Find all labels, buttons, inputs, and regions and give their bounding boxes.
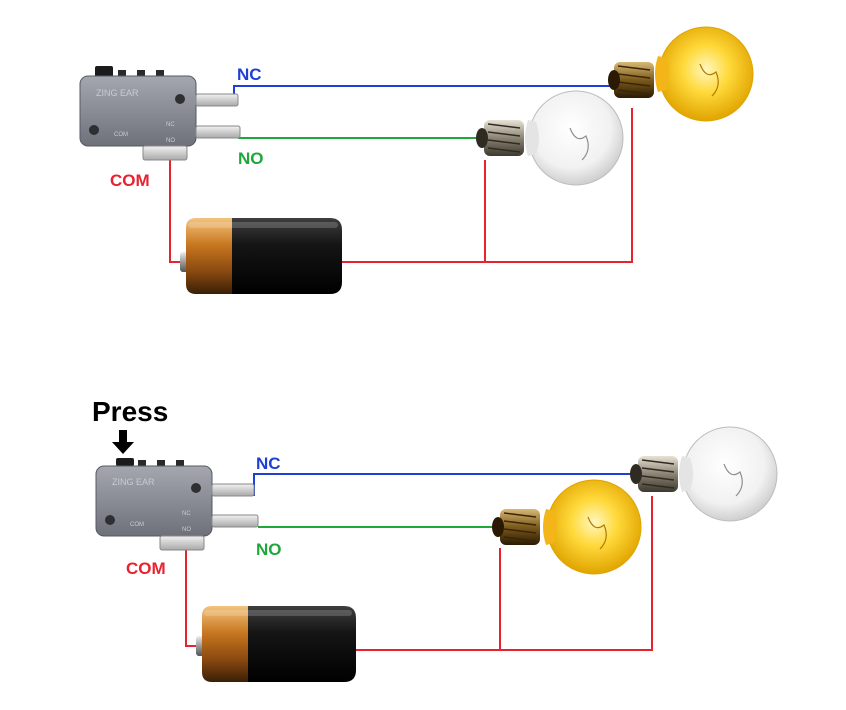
bottom-return-wire <box>356 496 653 651</box>
top-battery <box>180 218 342 294</box>
top-circuit: ZING EAR COM NC NO NC NO COM <box>79 26 754 294</box>
switch-notch <box>137 70 145 78</box>
actuator-button <box>116 458 134 466</box>
top-no-bulb <box>476 90 624 186</box>
top-com-label: COM <box>110 171 150 190</box>
bottom-battery <box>196 606 356 682</box>
switch-notch <box>176 460 184 468</box>
press-label: Press <box>92 396 168 427</box>
bottom-com-label: COM <box>126 559 166 578</box>
com-pin <box>142 145 188 161</box>
top-nc-bulb <box>608 26 754 122</box>
switch-brand-text: ZING EAR <box>96 88 139 98</box>
switch-com-pin-text: COM <box>114 132 128 138</box>
switch-com-pin-text: COM <box>130 522 144 528</box>
top-return-wire <box>340 108 633 263</box>
nc-pin <box>195 93 239 107</box>
switch-brand-text: ZING EAR <box>112 477 155 487</box>
bottom-nc-label: NC <box>256 454 281 473</box>
switch-notch <box>156 70 164 78</box>
mount-hole <box>175 94 185 104</box>
top-nc-label: NC <box>237 65 262 84</box>
switch-nc-pin-text: NC <box>166 122 175 128</box>
top-micro-switch: ZING EAR COM NC NO <box>79 66 241 161</box>
no-pin <box>195 125 241 139</box>
com-pin <box>159 535 205 551</box>
bottom-no-bulb <box>492 479 642 575</box>
switch-nc-pin-text: NC <box>182 511 191 517</box>
actuator-button <box>95 66 113 78</box>
bottom-nc-bulb <box>630 426 778 522</box>
bottom-micro-switch: ZING EAR COM NC NO <box>95 458 259 551</box>
top-no-label: NO <box>238 149 264 168</box>
press-arrow-icon <box>112 430 134 454</box>
mount-hole <box>105 515 115 525</box>
switch-no-pin-text: NO <box>182 527 191 533</box>
mount-hole <box>191 483 201 493</box>
no-pin <box>211 514 259 528</box>
switch-no-pin-text: NO <box>166 138 175 144</box>
mount-hole <box>89 125 99 135</box>
bottom-circuit: Press ZING EAR COM NC NO <box>92 396 778 682</box>
switch-notch <box>157 460 165 468</box>
switch-notch <box>118 70 126 78</box>
nc-pin <box>211 483 255 497</box>
bottom-no-label: NO <box>256 540 282 559</box>
switch-notch <box>138 460 146 468</box>
